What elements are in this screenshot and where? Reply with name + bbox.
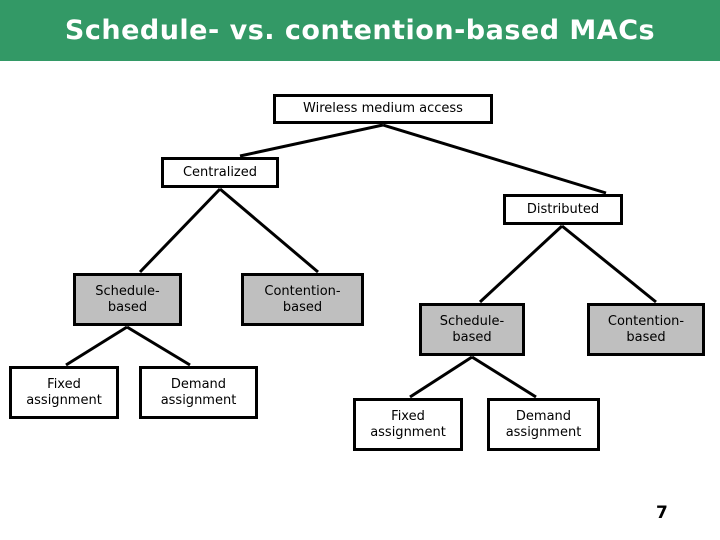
edge-d-schedule-demand (471, 355, 537, 399)
node-centralized-demand-assignment[interactable]: Demand assignment (139, 366, 258, 419)
node-distributed-fixed-assignment[interactable]: Fixed assignment (353, 398, 463, 451)
title-bar: Schedule- vs. contention-based MACs (0, 0, 720, 61)
node-wireless-medium-access[interactable]: Wireless medium access (273, 94, 493, 124)
edge-d-schedule-fixed (409, 355, 473, 399)
node-centralized-fixed-assignment[interactable]: Fixed assignment (9, 366, 119, 419)
node-distributed-schedule-based[interactable]: Schedule- based (419, 303, 525, 356)
edge-c-schedule-fixed (65, 325, 128, 367)
edge-root-distributed (382, 123, 607, 195)
edge-centralized-schedule (138, 187, 222, 274)
node-distributed[interactable]: Distributed (503, 194, 623, 225)
node-centralized-contention-based[interactable]: Contention- based (241, 273, 364, 326)
edge-distributed-schedule (478, 224, 564, 304)
edge-root-centralized (239, 123, 384, 158)
node-centralized[interactable]: Centralized (161, 157, 279, 188)
edge-distributed-contention (561, 224, 657, 304)
node-distributed-contention-based[interactable]: Contention- based (587, 303, 705, 356)
node-centralized-schedule-based[interactable]: Schedule- based (73, 273, 182, 326)
edge-c-schedule-demand (126, 325, 191, 367)
page-title: Schedule- vs. contention-based MACs (64, 15, 656, 46)
page-number: 7 (656, 503, 668, 523)
edge-centralized-contention (219, 187, 319, 274)
node-distributed-demand-assignment[interactable]: Demand assignment (487, 398, 600, 451)
